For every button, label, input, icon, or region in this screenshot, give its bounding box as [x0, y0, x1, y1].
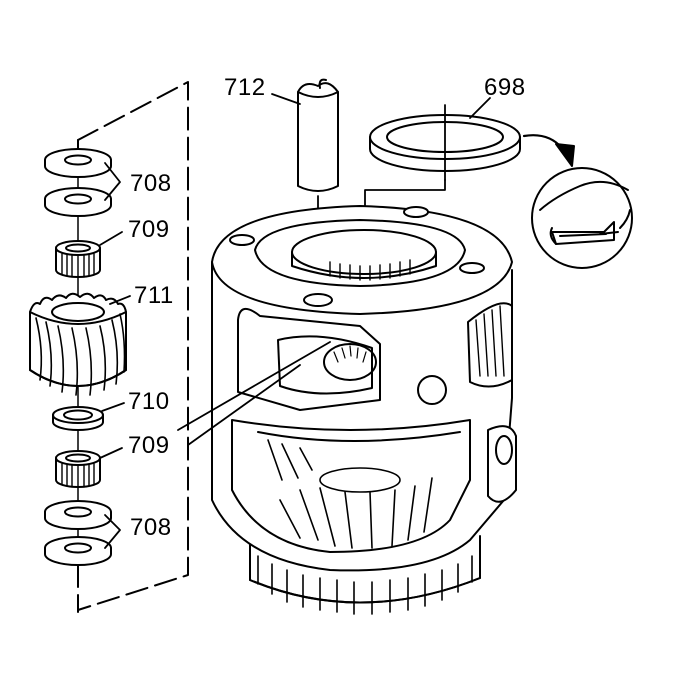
label-711: 711	[134, 282, 174, 309]
thrust-washer-698	[364, 104, 521, 246]
thrust-washer-710	[52, 406, 104, 431]
thrust-washer-708-lower-2	[44, 536, 112, 566]
label-698: 698	[484, 74, 526, 101]
leader-712	[271, 93, 301, 105]
leader-698	[469, 97, 491, 119]
differential-carrier	[211, 205, 517, 615]
label-708-upper: 708	[130, 170, 172, 197]
detail-view-circle	[522, 134, 633, 269]
label-708-lower: 708	[130, 514, 172, 541]
label-712: 712	[224, 74, 266, 101]
needle-bearing-709-lower	[55, 450, 101, 488]
thrust-washer-708-lower-1	[44, 500, 112, 530]
thrust-washer-708-upper-2	[44, 187, 112, 217]
label-709-upper: 709	[128, 216, 170, 243]
leader-lines-left	[99, 162, 131, 549]
thrust-washer-708-upper-1	[44, 148, 112, 178]
leader-709-to-carrier	[187, 364, 301, 446]
leader-710-to-carrier	[177, 341, 331, 431]
label-709-lower: 709	[128, 432, 170, 459]
label-710: 710	[128, 388, 170, 415]
spline-teeth-top	[329, 259, 411, 281]
side-gear-lower	[267, 439, 433, 549]
needle-bearing-709-upper	[55, 240, 101, 278]
helical-gear-711	[29, 292, 127, 396]
